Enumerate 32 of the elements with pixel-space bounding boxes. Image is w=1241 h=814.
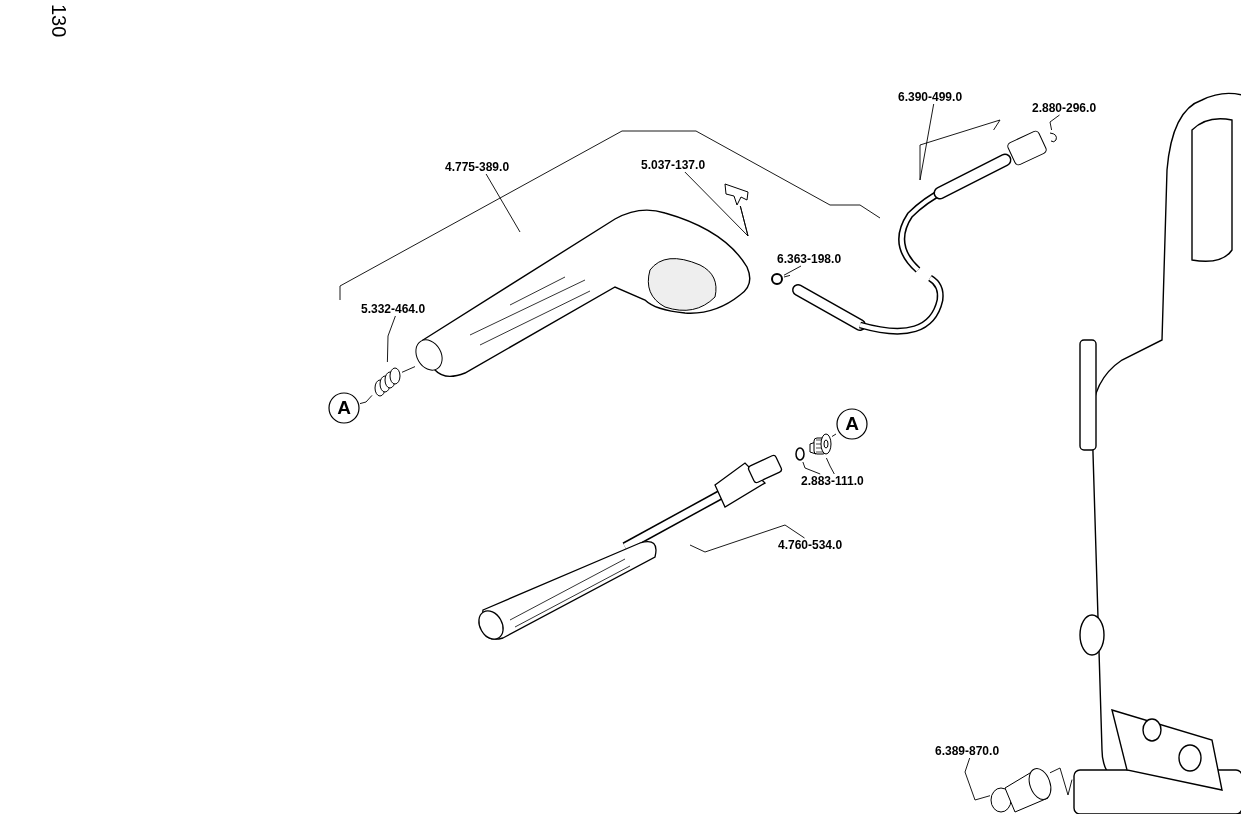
o-ring-drawing — [770, 272, 784, 286]
part-number: 6.389-870.0 — [935, 744, 1009, 758]
part-number: 6.363-198.0 — [777, 252, 851, 266]
part-number: 4.775-389.0 — [445, 160, 519, 174]
leader-line — [831, 433, 837, 437]
leader-line — [1049, 114, 1060, 131]
leader-line — [739, 205, 749, 237]
part-number: 2.880-296.0 — [1032, 101, 1106, 115]
leader-line — [401, 366, 416, 373]
o-ring-drawing — [794, 446, 806, 462]
leader-line — [485, 173, 521, 233]
leader-line — [783, 265, 802, 276]
leader-line — [359, 394, 373, 405]
leader-line — [684, 171, 749, 237]
part-number: 2.883-111.0 — [801, 474, 875, 488]
leader-line — [689, 524, 805, 553]
nozzle-insert-drawing — [808, 430, 832, 458]
leader-line — [964, 757, 991, 801]
part-number: 5.332-464.0 — [361, 302, 435, 316]
leader-line — [386, 315, 396, 363]
part-number: 4.760-534.0 — [778, 538, 852, 552]
clip-drawing — [722, 180, 752, 206]
part-number: 5.037-137.0 — [641, 158, 715, 172]
leader-line — [802, 461, 821, 475]
leader-line — [919, 103, 1001, 181]
leader-line — [1049, 767, 1073, 796]
part-number: 6.390-499.0 — [898, 90, 972, 104]
leader-line — [825, 457, 835, 475]
callout-letter: A — [328, 392, 360, 424]
page-number: 130 — [47, 4, 70, 38]
leader-line — [783, 274, 791, 278]
callout-letter: A — [836, 408, 868, 440]
